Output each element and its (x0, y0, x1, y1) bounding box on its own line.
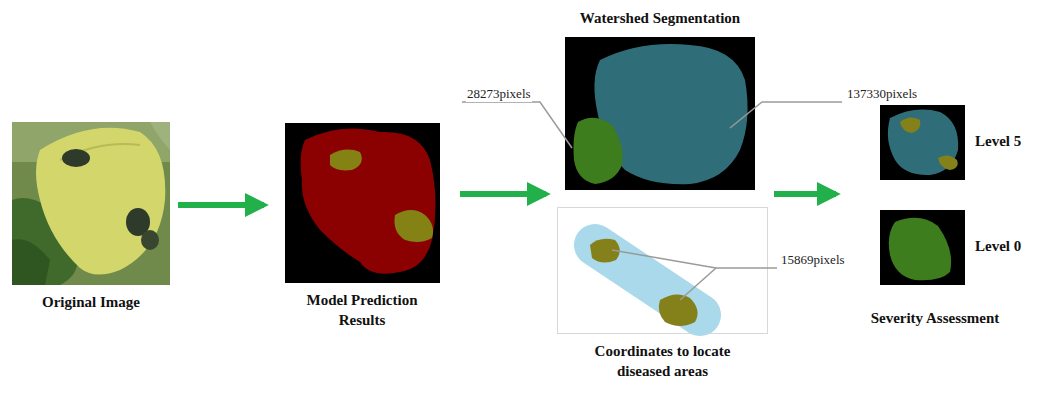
flow-arrow (460, 191, 546, 197)
image-panel: Coordinates to locate diseased areas (550, 205, 775, 381)
pixel-count: 28273pixels (466, 86, 532, 102)
diseased-area-locator (558, 208, 768, 334)
severity-masks (880, 105, 965, 285)
prediction-mask (285, 123, 440, 283)
leader-line (462, 102, 842, 300)
panel-caption: Original Image (11, 292, 171, 312)
image-panel: Model Prediction Results (268, 120, 456, 330)
image-panel: Severity Assessment Level 5 Level 0 (840, 98, 1030, 328)
pixel-count: 15869pixels (780, 252, 846, 268)
panel-caption: Watershed Segmentation (550, 8, 770, 28)
leaf-photo (12, 122, 170, 285)
image-panel: Original Image (8, 120, 174, 312)
panel-caption: Coordinates to locate diseased areas (573, 341, 753, 381)
severity-panel: Level 0 (878, 208, 1028, 288)
image-panel: Watershed Segmentation (550, 6, 770, 198)
severity-level: Level 0 (975, 238, 1021, 255)
panel-caption: Model Prediction Results (297, 290, 427, 330)
watershed-mask (565, 37, 755, 190)
flow-arrow (178, 202, 264, 208)
severity-panel: Level 5 (878, 103, 1028, 183)
severity-level: Level 5 (975, 133, 1021, 150)
panel-caption: Severity Assessment (845, 308, 1025, 328)
pixel-count: 137330pixels (846, 86, 918, 102)
flow-arrow (774, 191, 836, 197)
